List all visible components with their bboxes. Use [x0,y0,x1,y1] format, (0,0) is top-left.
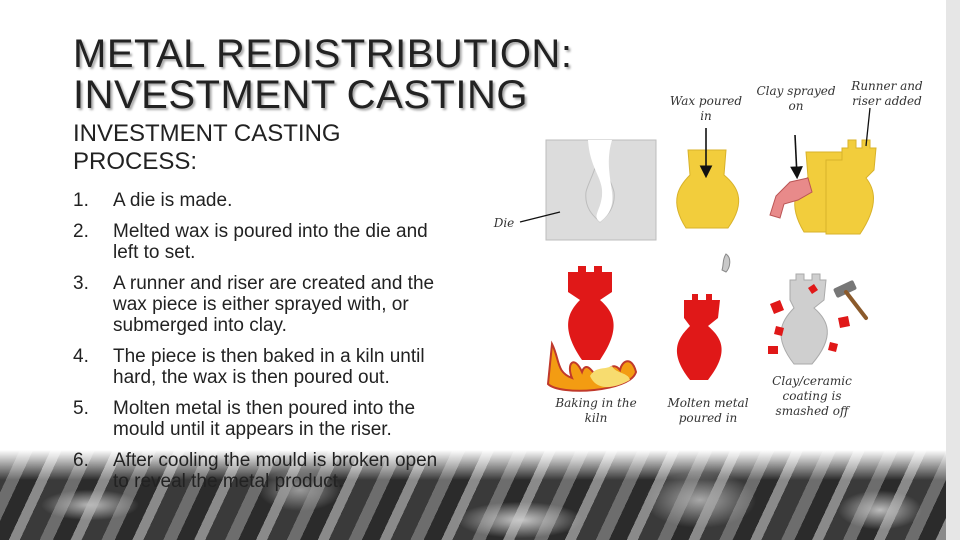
red-mould-baking [568,266,614,360]
caption-wax-poured: Wax poured in [668,94,744,124]
caption-clay-smashed: Clay/ceramic coating is smashed off [760,374,864,419]
wax-piece [677,150,739,228]
red-mould-molten [677,294,722,380]
die-illustration [546,140,656,240]
caption-runner-riser: Runner and riser added [844,79,930,109]
clay-arrow [795,135,797,176]
caption-clay-sprayed: Clay sprayed on [756,84,836,114]
caption-die: Die [484,216,524,231]
ladle-icon [722,254,730,272]
caption-molten-metal: Molten metal poured in [656,396,760,426]
caption-baking: Baking in the kiln [548,396,644,426]
hammer-icon [833,280,866,318]
metal-casting-piece [781,274,827,364]
